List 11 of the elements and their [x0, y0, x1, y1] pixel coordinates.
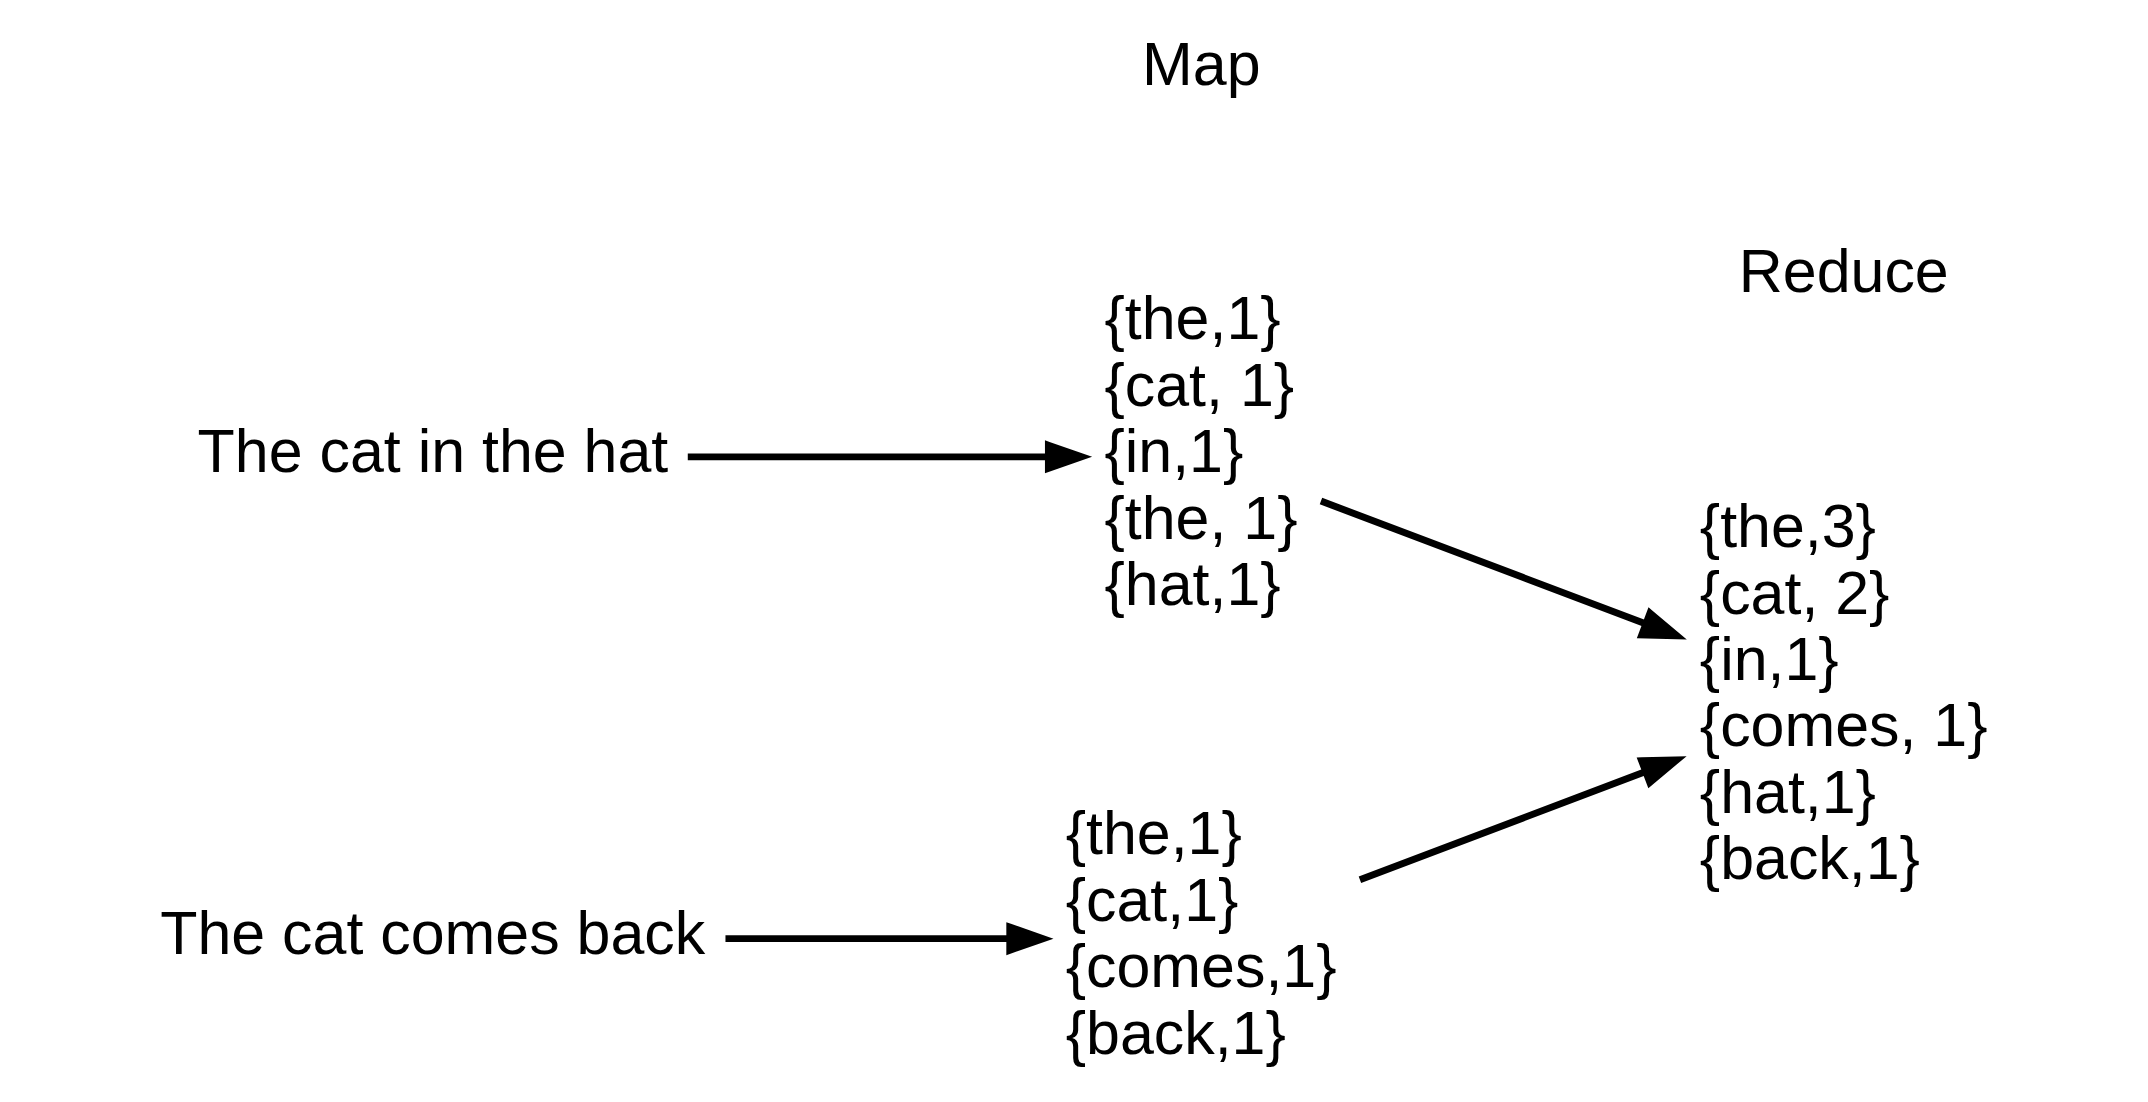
- node-text: {the,1} {cat, 1} {in,1} {the, 1} {hat,1}: [1104, 284, 1298, 619]
- arrow: [1319, 497, 1687, 640]
- node-text: The cat in the hat: [197, 417, 669, 486]
- arrow: [1358, 756, 1687, 883]
- node-text: {the,3} {cat, 2} {in,1} {comes, 1} {hat,1} {back,1}: [1699, 492, 1988, 893]
- arrow: [725, 922, 1054, 956]
- label: Reduce: [1738, 237, 1949, 306]
- node-text: The cat comes back: [160, 899, 706, 968]
- node-text: {the,1} {cat,1} {comes,1} {back,1}: [1065, 799, 1337, 1067]
- arrow: [687, 440, 1093, 474]
- label: Map: [1142, 29, 1261, 98]
